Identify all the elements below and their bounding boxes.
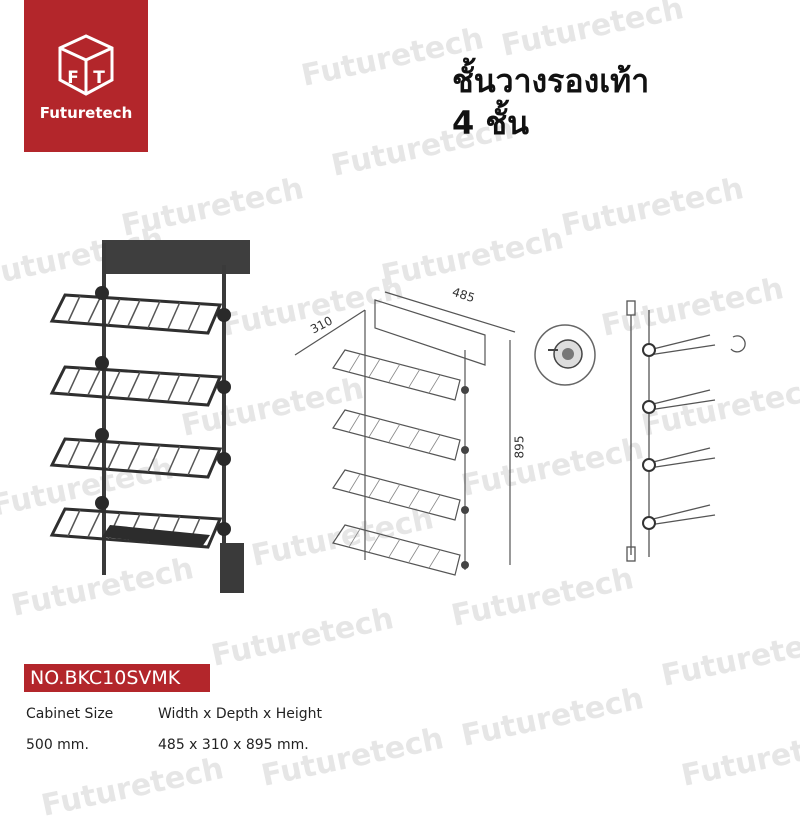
page-title: ชั้นวางรองเท้า 4 ชั้น (452, 60, 649, 144)
dimension-drawing (294, 291, 516, 576)
width-dimension-line (384, 291, 516, 333)
watermark-text: Futuretech (678, 721, 800, 794)
watermark-text: Futuretech (38, 751, 227, 824)
cabinet-size-header: Cabinet Size (26, 706, 114, 722)
side-view-drawing (626, 300, 746, 562)
dimensions-header: Width x Depth x Height (158, 706, 322, 722)
rotate-arrow-icon (730, 335, 746, 353)
watermark-text: Futuretech (498, 0, 687, 64)
watermark-text: Futuretech (458, 681, 647, 754)
top-rail (102, 240, 250, 274)
model-number-badge: NO.BKC10SVMK (24, 664, 210, 692)
watermark-text: Futuretech (558, 171, 747, 244)
shelf-tier (49, 428, 231, 479)
brand-name: Futuretech (39, 104, 133, 122)
height-label: 895 (512, 435, 527, 459)
logo-letter-f: F (67, 68, 79, 88)
side-tier (648, 504, 716, 526)
watermark-text: Futuretech (118, 171, 307, 244)
brand-logo: F T Futuretech (24, 0, 148, 152)
title-line-1: ชั้นวางรองเท้า (452, 62, 650, 100)
shelf-tier (49, 286, 231, 335)
watermark-text: Futuretech (208, 601, 397, 674)
knob-detail-icon (534, 324, 596, 386)
bottom-rail (220, 543, 244, 593)
product-photo (49, 240, 250, 593)
cabinet-size-value: 500 mm. (26, 737, 89, 753)
side-tier (648, 447, 716, 469)
shelf-tier (49, 496, 231, 549)
side-tier (648, 389, 716, 411)
shelf-tier (49, 356, 231, 407)
side-tier (648, 334, 716, 356)
cube-logo-icon: F T (58, 34, 114, 96)
dimensions-value: 485 x 310 x 895 mm. (158, 737, 309, 753)
logo-letter-t: T (93, 68, 105, 88)
watermark-text: Futuretech (658, 621, 800, 694)
title-line-2: 4 ชั้น (452, 104, 529, 142)
depth-dimension-line (294, 309, 366, 356)
watermark-text: Futuretech (258, 721, 447, 794)
